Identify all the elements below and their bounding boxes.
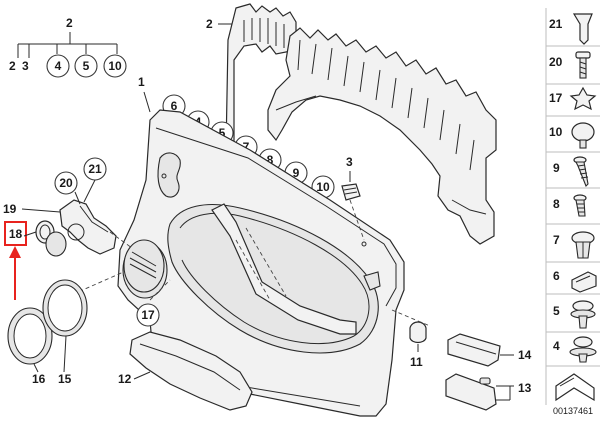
sidebar-item-4: 4 [553, 339, 560, 353]
sidebar-item-5: 5 [553, 304, 560, 318]
callout-20: 20 [59, 176, 73, 190]
callout-3-b: 3 [346, 155, 353, 169]
part-20-screw-icon [575, 51, 591, 79]
callout-5-b: 5 [219, 126, 226, 140]
callout-21: 21 [88, 162, 102, 176]
callout-14: 14 [518, 348, 532, 362]
part-3-clip [341, 183, 361, 201]
callout-3-a: 3 [22, 59, 29, 73]
sidebar-item-6: 6 [553, 269, 560, 283]
callout-18: 18 [9, 227, 23, 241]
callout-7: 7 [243, 140, 250, 154]
part-13-lamp-housing [445, 373, 497, 411]
callout-2-top: 2 [66, 16, 73, 30]
callout-17: 17 [141, 308, 155, 322]
callout-15: 15 [58, 372, 72, 386]
callout-9: 9 [293, 166, 300, 180]
callout-5-a: 5 [83, 59, 90, 73]
reference-code: 00137461 [553, 406, 593, 416]
callout-10-b: 10 [316, 180, 330, 194]
part-5-rivet-icon [570, 300, 596, 329]
part-14-bracket [447, 333, 501, 367]
callout-2-right: 2 [206, 17, 213, 31]
part-19-inner-handle-housing [59, 199, 117, 255]
speaker-grille [123, 239, 165, 293]
sidebar-item-21: 21 [549, 17, 563, 31]
callout-13: 13 [518, 381, 532, 395]
callout-6: 6 [171, 99, 178, 113]
callout-4-a: 4 [55, 59, 62, 73]
callout-16: 16 [32, 372, 46, 386]
callout-18-highlight-box [4, 221, 27, 246]
part-9-screw-icon [573, 156, 589, 187]
sidebar-item-20: 20 [549, 55, 563, 69]
sidebar-item-17: 17 [549, 91, 563, 105]
sidebar-item-8: 8 [553, 197, 560, 211]
callout-12: 12 [118, 372, 132, 386]
callout-19: 19 [3, 202, 17, 216]
part-16-speaker-ring [7, 307, 53, 365]
red-arrow-head-icon [9, 246, 21, 258]
part-15-speaker-ring [42, 279, 88, 337]
callout-8: 8 [267, 153, 274, 167]
sidebar-item-10: 10 [549, 125, 563, 139]
callout-2-a: 2 [9, 59, 16, 73]
part-11-cap [409, 321, 427, 344]
part-4-mushroom-clip-icon [569, 336, 597, 363]
callout-1: 1 [138, 75, 145, 89]
part-8-screw-icon [573, 194, 587, 217]
part-17-star-clip-icon [569, 86, 597, 111]
part-21-push-clip-icon [572, 13, 593, 45]
legend-arrow-icon [555, 373, 595, 402]
part-10-cap-icon [571, 122, 595, 149]
part-18-ring [35, 220, 67, 257]
callout-11: 11 [410, 355, 423, 369]
part-7-expanding-clip-icon [571, 231, 595, 259]
part-6-angle-clip-icon [571, 271, 597, 293]
parts-sidebar: 21 20 17 10 9 8 7 6 5 4 [545, 8, 600, 416]
callout-10-a: 10 [108, 59, 122, 73]
sidebar-item-9: 9 [553, 161, 560, 175]
part-1-door-trim-panel [117, 109, 405, 417]
sidebar-item-7: 7 [553, 233, 560, 247]
part-12-armrest-pad [129, 331, 253, 411]
